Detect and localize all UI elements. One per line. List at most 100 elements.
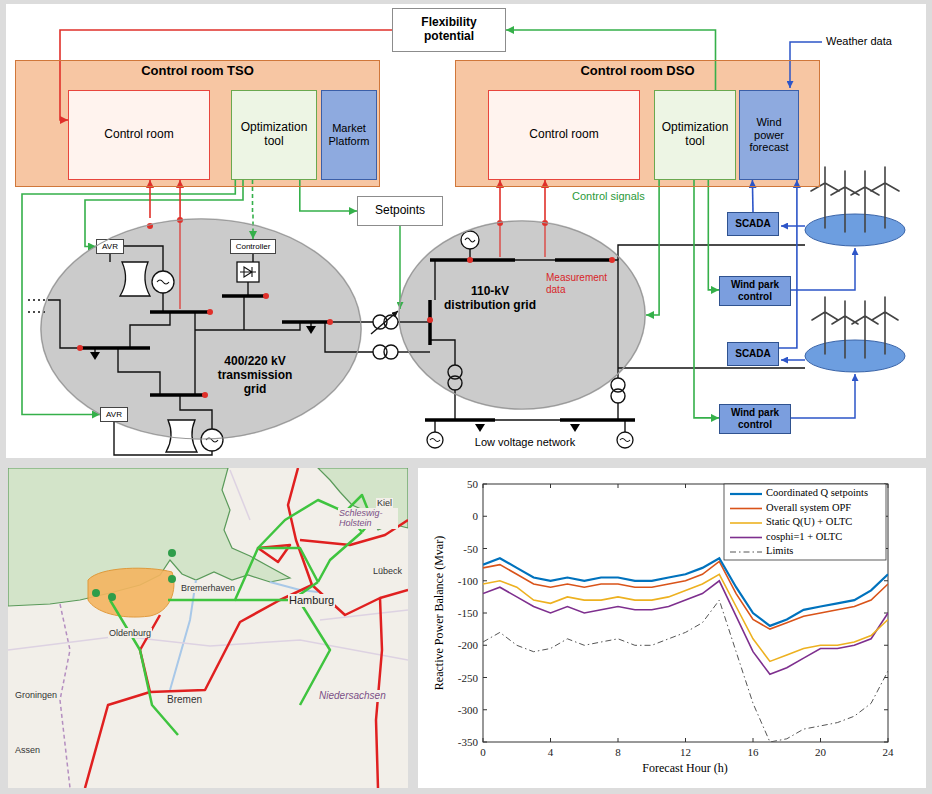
connector <box>252 180 254 239</box>
grid-outline <box>40 218 362 440</box>
connector <box>85 180 243 247</box>
figure-path <box>544 226 545 257</box>
figure-path <box>618 245 805 260</box>
figure-path <box>162 293 163 312</box>
figure-path <box>465 238 475 242</box>
figure-path <box>247 282 248 296</box>
figure-path <box>140 615 160 692</box>
data-series <box>483 574 888 661</box>
tick-label: -350 <box>458 736 478 749</box>
info-box: Flexibility potential <box>392 8 506 52</box>
map-label: Hamburg <box>288 594 335 607</box>
figure-path <box>325 322 373 352</box>
figure-path <box>399 226 401 309</box>
figure-circle <box>168 575 176 583</box>
figure-g <box>8 468 408 788</box>
tick-mark <box>618 484 619 742</box>
figure-g <box>90 326 580 432</box>
controller-box: AVR <box>100 407 128 422</box>
figure-circle <box>611 378 625 392</box>
legend-text: Coordinated Q setpoints <box>766 487 868 499</box>
figure-path <box>434 260 435 300</box>
figure-path <box>8 470 408 660</box>
scada-box: SCADA <box>727 342 779 366</box>
tick-mark <box>483 709 888 710</box>
map-label: Oldenburg <box>108 628 152 638</box>
figure-path <box>831 171 859 232</box>
tick-label: 20 <box>815 746 826 759</box>
node-text: 400/220 kV transmission grid <box>205 355 305 396</box>
figure-path <box>60 604 70 788</box>
data-series <box>483 600 888 742</box>
figure-path <box>499 226 500 257</box>
figure-path <box>157 280 169 284</box>
figure-circle <box>467 257 473 263</box>
grid-region: 110-kV distribution grid <box>398 220 646 410</box>
tick-label: -200 <box>458 639 478 652</box>
figure-path <box>790 374 855 418</box>
legend-text: cosphi=1 + OLTC <box>766 531 842 543</box>
control-room-panel: Control room TSOControl roomOptimization… <box>15 60 380 187</box>
tick-label: 0 <box>480 746 486 759</box>
figure-path <box>570 424 580 432</box>
figure-path <box>872 297 898 354</box>
node-text: Market Platform <box>324 122 374 147</box>
tick-label: -50 <box>463 542 478 555</box>
figure-rect <box>237 262 259 282</box>
figure-path <box>240 267 256 277</box>
figure-path <box>371 311 398 334</box>
figure-rect <box>6 4 926 458</box>
figure-path <box>118 348 160 395</box>
grid-outline-shape <box>399 221 645 409</box>
map-label: Bremerhaven <box>180 583 236 593</box>
figure-path <box>243 296 244 330</box>
figure-path <box>495 419 560 420</box>
figure-rect <box>418 468 926 788</box>
figure-path <box>80 346 150 350</box>
figure-g <box>730 494 762 552</box>
figure-path <box>851 171 879 232</box>
figure-path <box>560 418 635 422</box>
legend-text: Limits <box>766 545 793 557</box>
connector <box>708 180 719 290</box>
axis-title: Forecast Hour (h) <box>642 762 727 776</box>
figure-path <box>109 254 110 262</box>
figure-rect <box>483 484 888 742</box>
figure-path <box>790 248 855 290</box>
tick-label: -150 <box>458 607 478 620</box>
figure-circle <box>427 432 443 448</box>
figure-path <box>168 500 362 600</box>
figure-path <box>318 532 362 582</box>
tick-label: 16 <box>748 746 759 759</box>
figure-circle <box>327 319 333 325</box>
figure-path <box>398 321 430 322</box>
figure-path <box>871 167 899 228</box>
node-text: Setpoints <box>375 204 425 218</box>
node-text: Optimization tool <box>657 121 733 149</box>
figure-g <box>120 231 633 452</box>
figure-path <box>48 300 80 348</box>
tick-label: -100 <box>458 574 478 587</box>
node-text: Wind park control <box>722 407 788 430</box>
figure-g <box>483 484 888 742</box>
figure-circle <box>448 376 462 390</box>
figure-path <box>222 294 266 298</box>
figure-circle <box>461 231 479 249</box>
connector <box>179 180 181 218</box>
info-box: Setpoints <box>357 196 443 226</box>
data-series <box>483 561 888 629</box>
figure-path <box>28 299 46 300</box>
connector <box>646 180 659 315</box>
figure-circle <box>202 392 208 398</box>
figure-path <box>515 259 555 260</box>
figure-circle <box>77 345 83 351</box>
figure-path <box>617 403 618 420</box>
annotation: Low voltage network <box>475 436 575 449</box>
figure-path <box>852 301 878 358</box>
optimization-box: Optimization tool <box>231 90 317 180</box>
optimization-box: Optimization tool <box>654 90 736 180</box>
connector <box>779 180 797 348</box>
figure-circle <box>207 309 213 315</box>
legend-sample <box>730 508 762 510</box>
connector <box>694 180 719 418</box>
